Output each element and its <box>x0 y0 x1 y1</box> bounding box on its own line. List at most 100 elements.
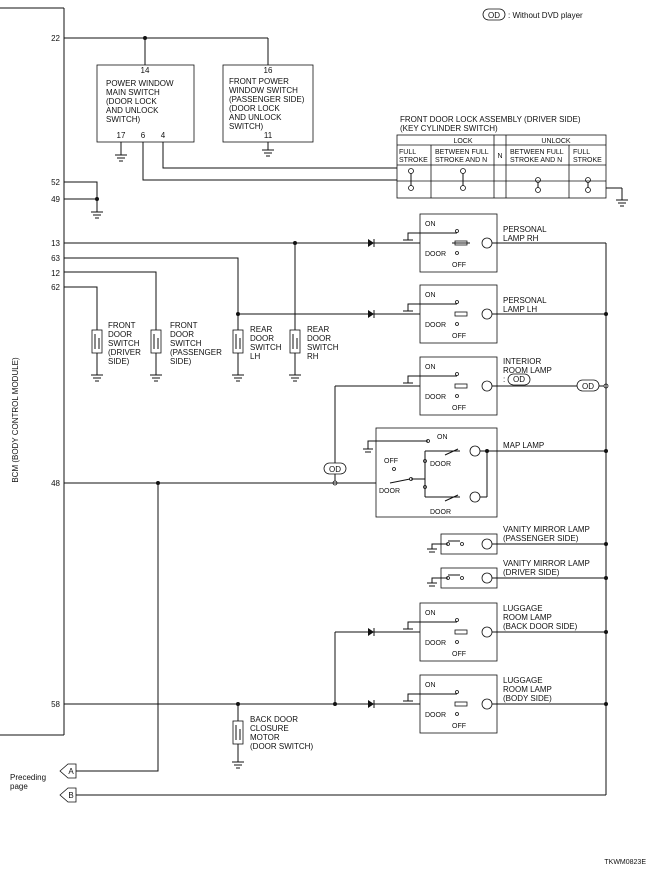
fds-drv-3: SWITCH <box>108 339 140 348</box>
rear-door-switch-lh: REAR DOOR SWITCH LH <box>232 325 282 382</box>
fpw-label-5: AND UNLOCK <box>229 113 282 122</box>
fds-pas-4: (PASSENGER <box>170 348 222 357</box>
pin-12-wire <box>64 271 157 330</box>
fds-pas-2: DOOR <box>170 330 194 339</box>
preceding-label-2: page <box>10 782 28 791</box>
fdla-full-1: FULL <box>399 149 416 156</box>
od-left-text: OD <box>329 465 341 474</box>
fds-pas-3: SWITCH <box>170 339 202 348</box>
luggage-room-lamp-back-door: ON DOOR OFF LUGGAGE ROOM LAMP (BACK DOOR… <box>335 602 608 662</box>
prh-off: OFF <box>452 262 466 269</box>
connector-a-shape <box>59 763 77 779</box>
fdla-full-2: FULL <box>573 149 590 156</box>
rds-rh-2: DOOR <box>307 334 331 343</box>
power-window-main-switch: 14 POWER WINDOW MAIN SWITCH (DOOR LOCK A… <box>96 64 195 162</box>
fds-drv-4: (DRIVER <box>108 348 141 357</box>
fds-drv-2: DOOR <box>108 330 132 339</box>
pin-13-wire <box>64 239 420 247</box>
bdcm-label-4: (DOOR SWITCH) <box>250 742 313 751</box>
vml-drv-2: (DRIVER SIDE) <box>503 568 560 577</box>
irl-od-badge: OD <box>513 375 525 384</box>
pwm-label-1: POWER WINDOW <box>106 79 174 88</box>
bcm-module: BCM (BODY CONTROL MODULE) <box>0 7 65 736</box>
fdla-lock: LOCK <box>453 138 472 145</box>
plh-label-2: LAMP LH <box>503 305 537 314</box>
lrbd-door: DOOR <box>425 712 446 719</box>
front-power-window-switch: 16 FRONT POWER WINDOW SWITCH (PASSENGER … <box>222 64 314 157</box>
fdla-unlock: UNLOCK <box>541 138 571 145</box>
vml-pas-2: (PASSENGER SIDE) <box>503 534 579 543</box>
fpw-pin-16: 16 <box>264 66 273 75</box>
pwm-label-2: MAIN SWITCH <box>106 88 160 97</box>
irl-on: ON <box>425 364 436 371</box>
bdcm-label-2: CLOSURE <box>250 724 289 733</box>
pwm-label-4: AND UNLOCK <box>106 106 159 115</box>
map-off: OFF <box>384 458 398 465</box>
od-legend-text: : Without DVD player <box>508 11 583 20</box>
fpw-label-4: (DOOR LOCK <box>229 104 280 113</box>
map-door-3: DOOR <box>430 509 451 516</box>
prh-door: DOOR <box>425 251 446 258</box>
fdla-title: FRONT DOOR LOCK ASSEMBLY (DRIVER SIDE) <box>400 115 581 124</box>
pin-12: 12 <box>51 269 60 278</box>
figure-id: TKWM0823E <box>604 859 646 866</box>
fds-drv-5: SIDE) <box>108 357 130 366</box>
pwm-pin-14: 14 <box>141 66 150 75</box>
fpw-label-6: SWITCH) <box>229 122 264 131</box>
lrb-off: OFF <box>452 651 466 658</box>
fdla-between-2a: BETWEEN FULL <box>510 149 564 156</box>
od-legend-badge-frame <box>482 8 506 21</box>
lrbd-label-3: (BODY SIDE) <box>503 694 552 703</box>
od-badge-right: OD <box>576 379 609 392</box>
fdla-stroke-1: STROKE <box>399 157 428 164</box>
pin-58: 58 <box>51 700 60 709</box>
fdla-between-1b: STROKE AND N <box>435 157 487 164</box>
plh-door: DOOR <box>425 322 446 329</box>
pin-63: 63 <box>51 254 60 263</box>
lrbd-off: OFF <box>452 723 466 730</box>
rds-rh-4: RH <box>307 352 319 361</box>
connector-b: B <box>68 791 73 800</box>
luggage-room-lamp-body: ON DOOR OFF LUGGAGE ROOM LAMP (BODY SIDE… <box>403 674 608 734</box>
od-badge-left: OD <box>323 462 347 486</box>
pin-62-wire <box>64 286 98 330</box>
map-lamp: MAP LAMP ON OFF DOOR DOOR DOOR <box>363 427 608 518</box>
lrb-label-1: LUGGAGE <box>503 604 543 613</box>
rds-lh-4: LH <box>250 352 260 361</box>
pin-52: 52 <box>51 178 60 187</box>
bdcm-label-1: BACK DOOR <box>250 715 298 724</box>
vml-drv-1: VANITY MIRROR LAMP <box>503 559 590 568</box>
pin-62: 62 <box>51 283 60 292</box>
rds-rh-1: REAR <box>307 325 329 334</box>
interior-room-lamp: ON DOOR OFF INTERIOR ROOM LAMP : OD <box>335 356 577 416</box>
irl-label-3: : <box>503 375 505 384</box>
rds-lh-3: SWITCH <box>250 343 282 352</box>
prh-label-1: PERSONAL <box>503 225 547 234</box>
lrbd-label-2: ROOM LAMP <box>503 685 552 694</box>
prh-label-2: LAMP RH <box>503 234 539 243</box>
map-door-2: DOOR <box>430 461 451 468</box>
front-door-lock-assembly: FRONT DOOR LOCK ASSEMBLY (DRIVER SIDE) (… <box>396 115 628 207</box>
rds-lh-1: REAR <box>250 325 272 334</box>
personal-lamp-lh-feed <box>236 310 420 318</box>
bdcm-label-3: MOTOR <box>250 733 280 742</box>
pin-58-wire <box>64 700 420 708</box>
pwm-pin-4: 4 <box>161 131 166 140</box>
plh-off: OFF <box>452 333 466 340</box>
pwm-label-3: (DOOR LOCK <box>106 97 157 106</box>
irl-label-2: ROOM LAMP <box>503 366 552 375</box>
fpw-label-1: FRONT POWER <box>229 77 289 86</box>
vml-pas-1: VANITY MIRROR LAMP <box>503 525 590 534</box>
preceding-page-connectors: Preceding page A B <box>10 763 606 803</box>
personal-lamp-rh: ON DOOR OFF PERSONAL LAMP RH <box>403 213 606 273</box>
lrb-door: DOOR <box>425 640 446 647</box>
bcm-label: BCM (BODY CONTROL MODULE) <box>11 357 20 483</box>
pin-22-wire <box>64 36 269 65</box>
fdla-n: N <box>497 153 502 160</box>
prh-on: ON <box>425 221 436 228</box>
lrb-label-2: ROOM LAMP <box>503 613 552 622</box>
fds-pas-1: FRONT <box>170 321 198 330</box>
pwm-pin-6: 6 <box>141 131 146 140</box>
fdla-between-2b: STROKE AND N <box>510 157 562 164</box>
